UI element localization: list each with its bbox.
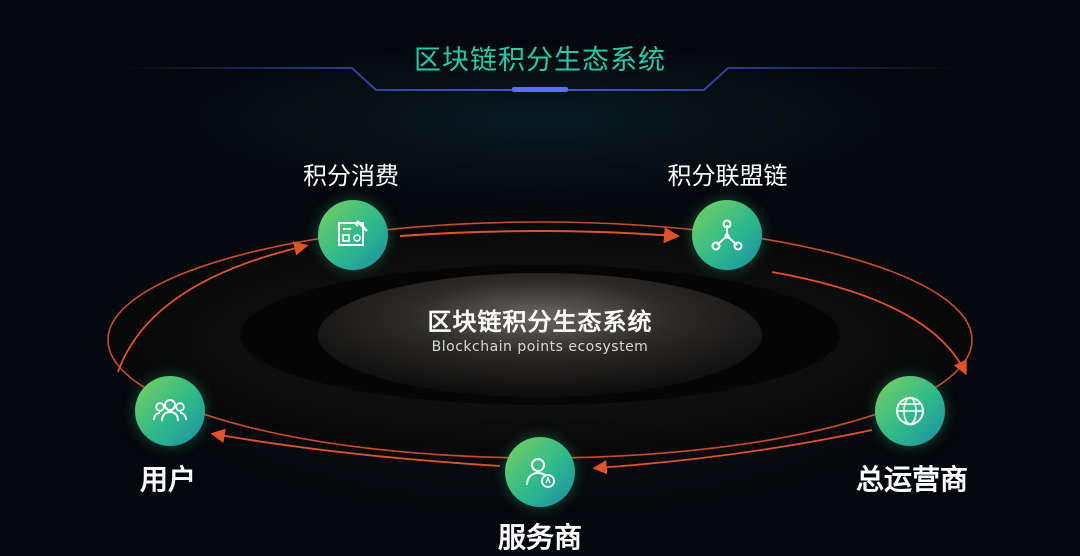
network-nodes-icon bbox=[711, 219, 743, 251]
center-plate bbox=[318, 273, 762, 397]
user-group-icon bbox=[153, 399, 187, 422]
page-title: 区块链积分生态系统 bbox=[414, 45, 666, 76]
user-badge-icon bbox=[526, 458, 555, 488]
node-operator[interactable] bbox=[875, 376, 945, 446]
node-consumption-label: 积分消费 bbox=[303, 162, 399, 190]
header-line-right bbox=[540, 67, 960, 91]
node-user-label: 用户 bbox=[139, 463, 196, 496]
center-subtitle: Blockchain points ecosystem bbox=[431, 339, 649, 355]
node-provider[interactable] bbox=[505, 437, 575, 507]
center-title: 区块链积分生态系统 bbox=[427, 308, 653, 336]
node-provider-label: 服务商 bbox=[497, 521, 582, 554]
node-consumption[interactable] bbox=[318, 200, 388, 270]
arrow-provider-to-user bbox=[210, 428, 501, 467]
node-chain-label: 积分联盟链 bbox=[667, 162, 788, 190]
arrow-chain-to-operator bbox=[771, 271, 967, 376]
blueprint-pencil-icon bbox=[338, 220, 368, 246]
header-center-tab bbox=[512, 87, 568, 92]
node-alliance-chain[interactable] bbox=[692, 200, 762, 270]
header-frame bbox=[120, 67, 960, 92]
globe-refresh-icon bbox=[896, 397, 924, 426]
arrow-consumption-to-chain bbox=[399, 227, 680, 244]
arrow-user-to-consumption bbox=[117, 241, 309, 373]
header-line-left bbox=[120, 67, 540, 91]
arrow-operator-to-provider bbox=[592, 429, 873, 475]
node-user[interactable] bbox=[135, 376, 205, 446]
node-operator-label: 总运营商 bbox=[855, 463, 968, 496]
